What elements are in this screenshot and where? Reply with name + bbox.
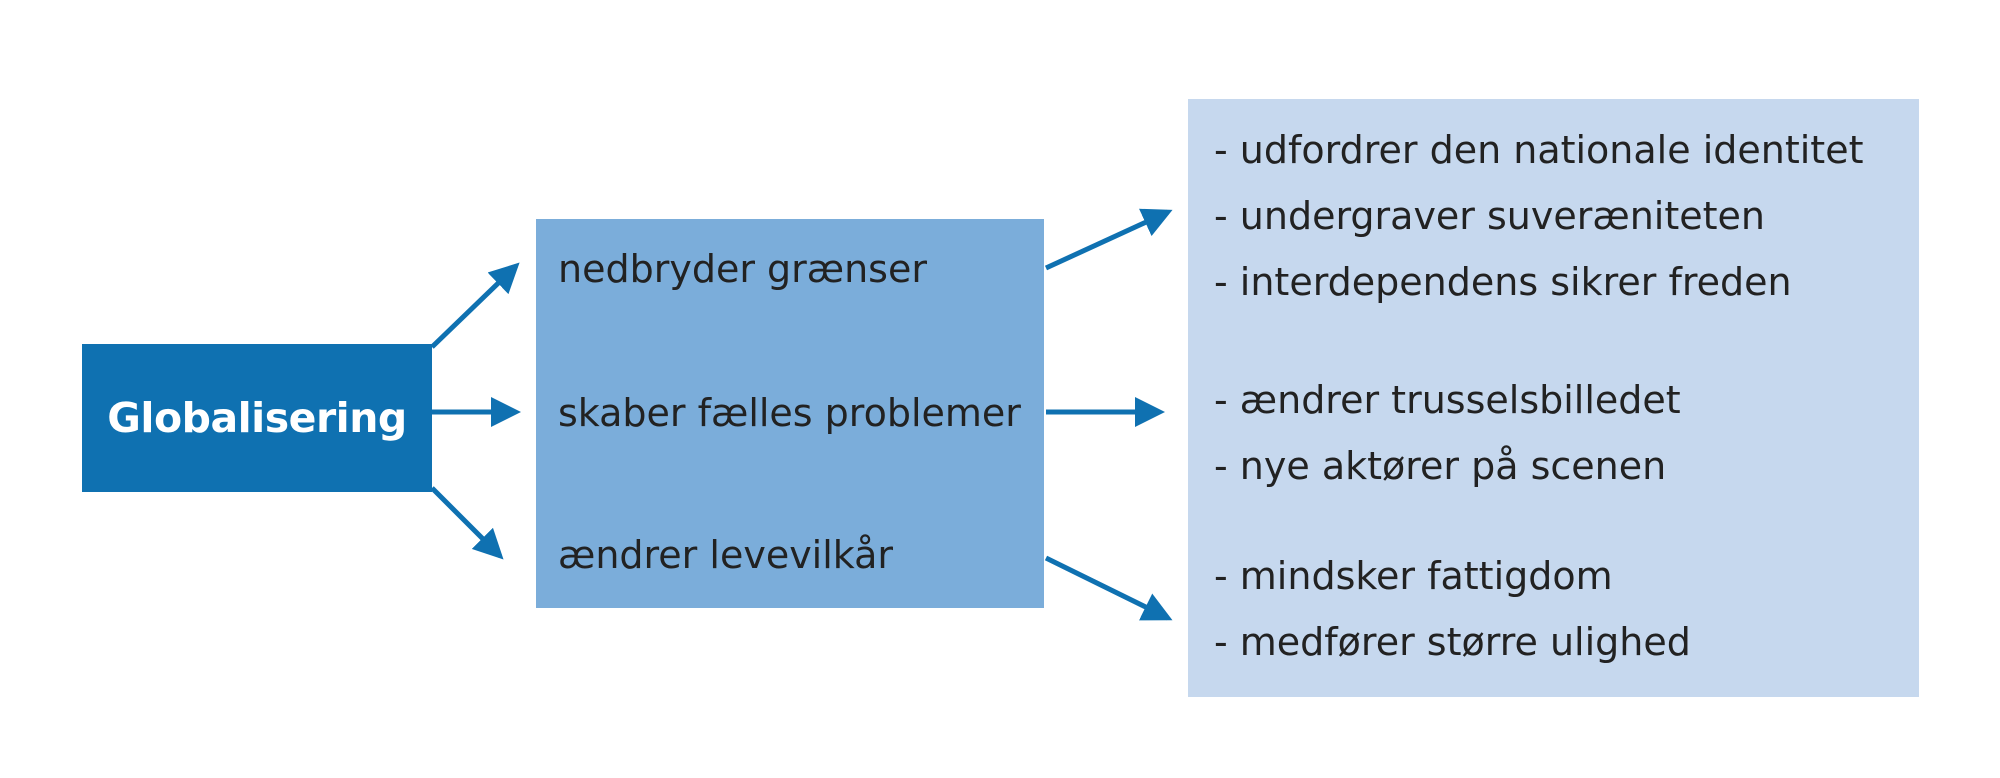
effect-item: - medfører større ulighed	[1214, 620, 1691, 664]
effect-item: - undergraver suveræniteten	[1214, 194, 1765, 238]
mechanism-skaber-fælles-problemer: skaber fælles problemer	[558, 391, 1021, 435]
effect-item: - interdependens sikrer freden	[1214, 260, 1792, 304]
effect-item: - mindsker fattigdom	[1214, 554, 1613, 598]
effect-item: - ændrer trusselsbilledet	[1214, 378, 1681, 422]
arrow-grænser-to-effects-1	[1044, 208, 1173, 271]
mechanism-nedbryder-grænser: nedbryder grænser	[558, 247, 927, 291]
arrow-levevilkår-to-effects-3	[1044, 555, 1173, 621]
effects-box: - udfordrer den nationale identitet - un…	[1188, 99, 1919, 697]
arrow-source-to-levevilkår	[430, 486, 504, 560]
mechanism-ændrer-levevilkår: ændrer levevilkår	[558, 533, 894, 577]
effect-item: - nye aktører på scenen	[1214, 444, 1667, 488]
effect-item: - udfordrer den nationale identitet	[1214, 128, 1864, 172]
globalisering-box: Globalisering	[82, 344, 432, 492]
mechanisms-box: nedbryder grænser skaber fælles probleme…	[536, 219, 1044, 608]
globalisering-label: Globalisering	[107, 394, 407, 442]
arrow-source-to-grænser	[430, 262, 520, 349]
